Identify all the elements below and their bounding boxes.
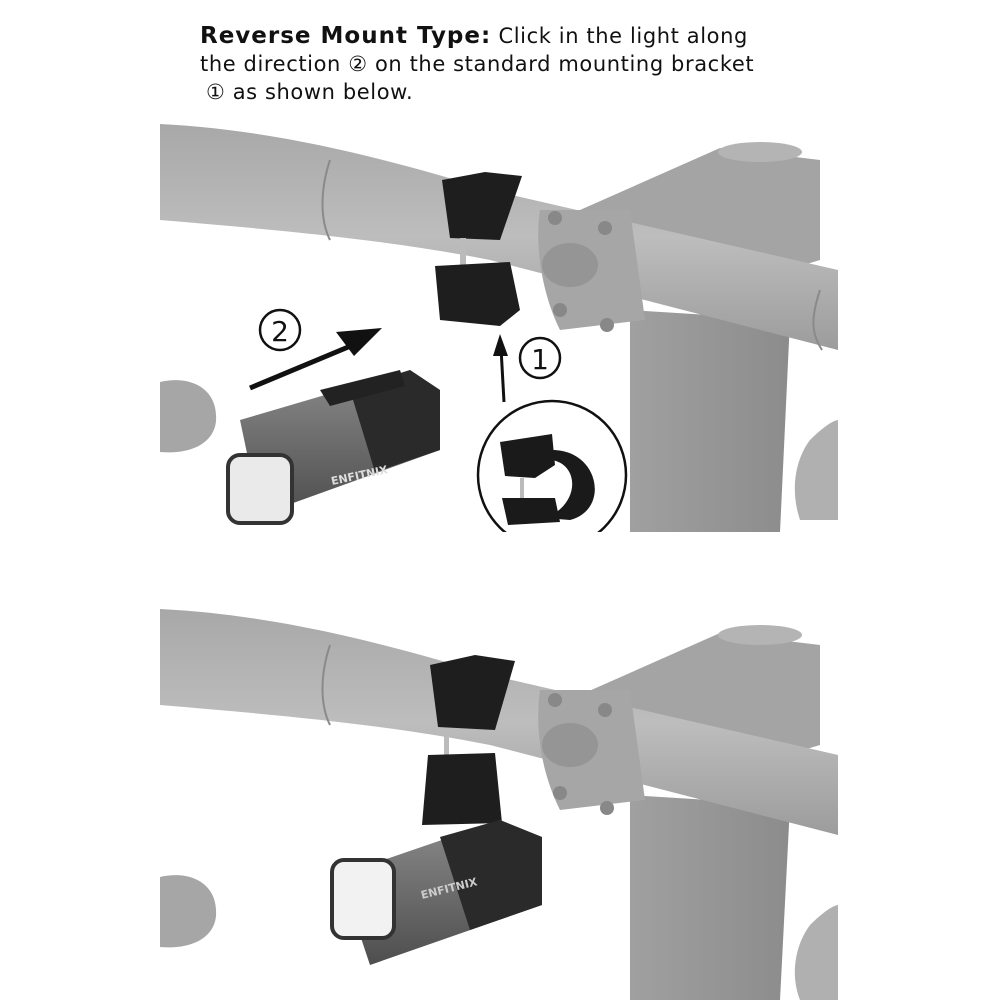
mount-strap-on-bar: [435, 172, 522, 326]
instruction-text-3: ① as shown below.: [206, 80, 414, 104]
bracket-detail-callout: [476, 399, 628, 532]
top-illustration: 2 1 ENFITNIX: [160, 120, 838, 532]
direction-arrow-2: 2: [249, 308, 382, 391]
instruction-text-2: the direction ② on the standard mounting…: [200, 52, 755, 76]
bar-end-left: [160, 875, 217, 948]
direction-arrow-1: 1: [493, 334, 562, 403]
brake-hood: [794, 905, 838, 1000]
step-1-label: 1: [531, 343, 549, 376]
mount-strap-on-bar: [422, 655, 515, 825]
instruction-caption: Reverse Mount Type: Click in the light a…: [200, 22, 840, 106]
brake-hood: [794, 420, 838, 520]
bike-headlight: ENFITNIX: [226, 370, 440, 525]
bike-headlight-mounted: ENFITNIX: [330, 820, 542, 965]
instruction-title: Reverse Mount Type:: [200, 23, 492, 49]
bottom-illustration: ENFITNIX: [160, 605, 838, 1000]
bar-end-left: [160, 380, 217, 453]
instruction-text-1: Click in the light along: [498, 24, 748, 48]
handlebar: [160, 609, 838, 835]
step-2-label: 2: [271, 315, 289, 348]
